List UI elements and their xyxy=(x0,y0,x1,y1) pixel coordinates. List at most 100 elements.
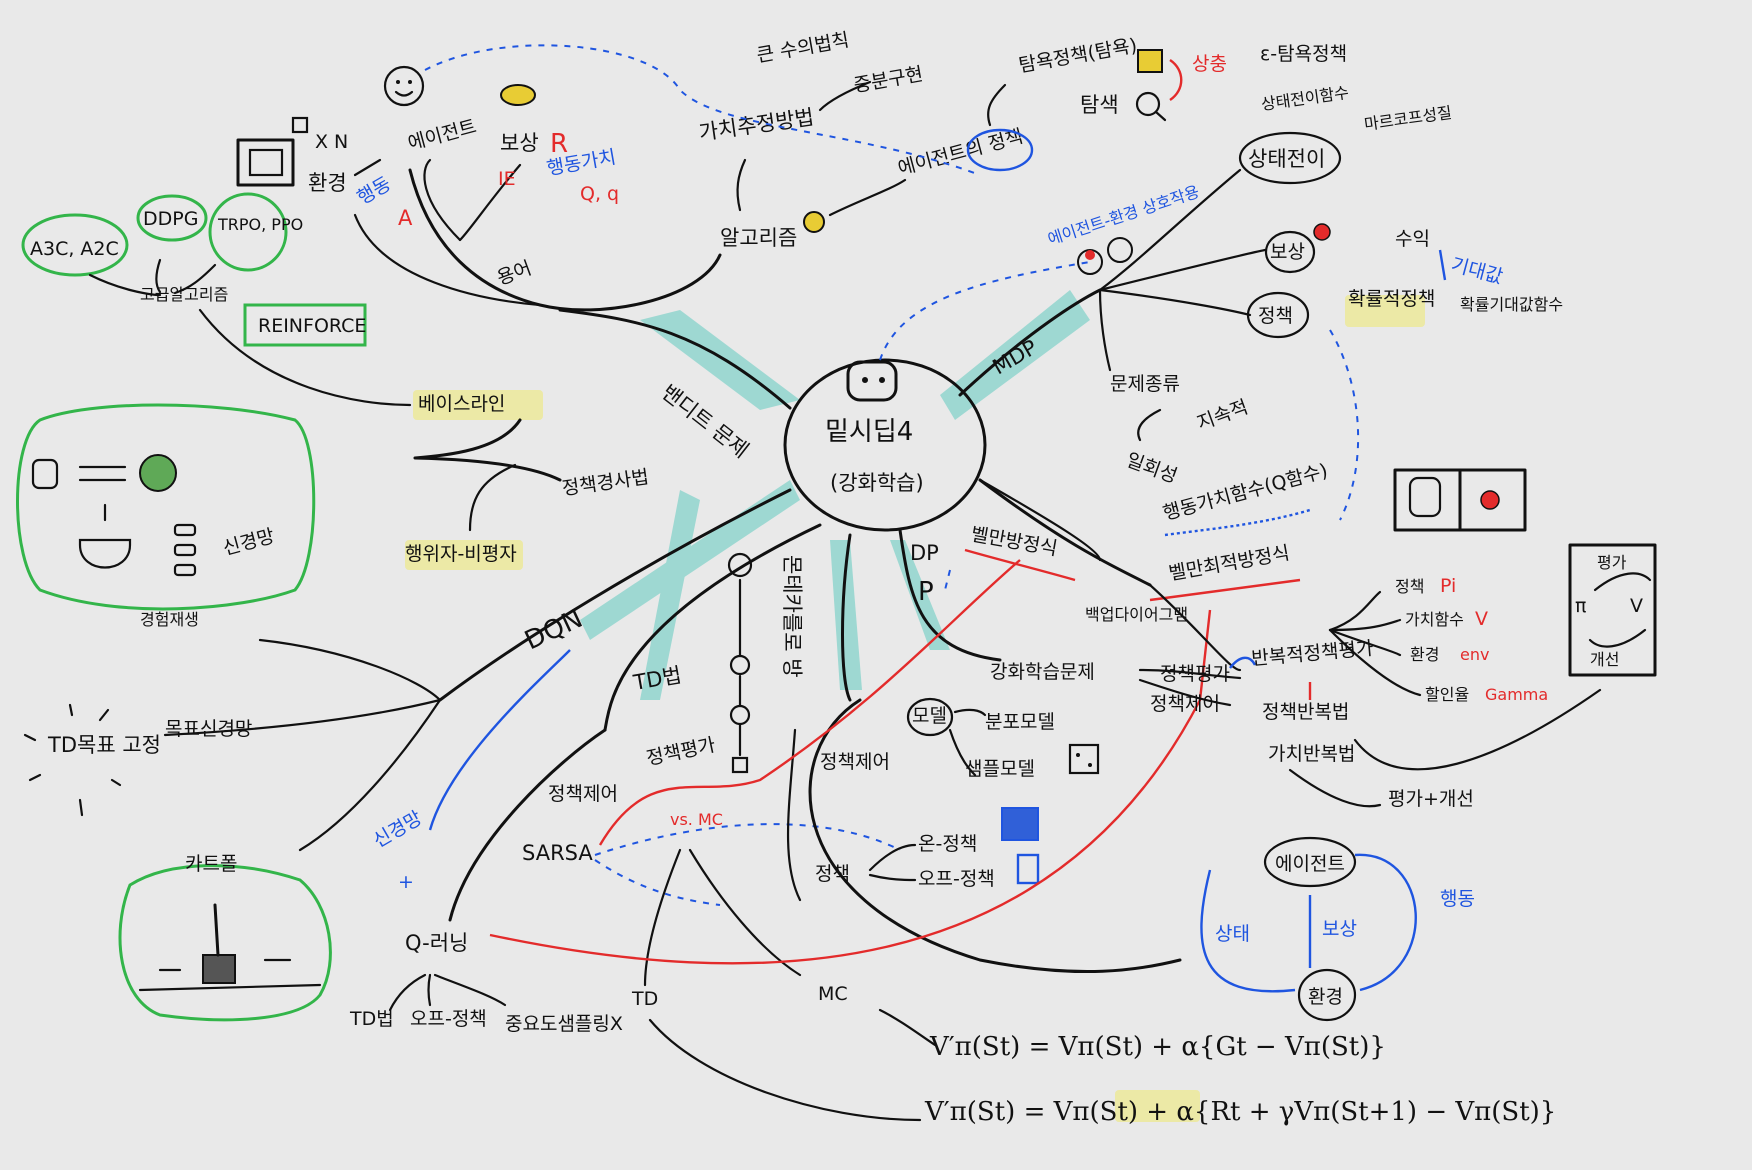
dp-dashed xyxy=(944,569,951,591)
action-value-fn-label: 행동가치함수(Q함수) xyxy=(1161,460,1331,525)
branch-td: TD법 xyxy=(631,663,684,695)
terms-label: 용어 xyxy=(494,257,534,290)
policy-label: 정책 xyxy=(815,863,850,885)
policy-ctrl-r-label: 정책제어 xyxy=(1150,693,1220,715)
formula-mc: V′π(St) = Vπ(St) + α{Gt − Vπ(St)} xyxy=(929,1032,1386,1062)
improve-label: 개선 xyxy=(1590,650,1619,669)
nn-to-dqn-arrow xyxy=(428,649,571,831)
experience-replay-label: 경험재생 xyxy=(140,610,199,629)
eval-improve-label: 평가+개선 xyxy=(1388,788,1474,810)
policy-r-circle xyxy=(1246,291,1310,339)
greedy-policy-label: 탐욕정책(탐욕) xyxy=(1017,34,1139,76)
action-label: 행동 xyxy=(354,173,395,210)
nn-label: 신경망 xyxy=(221,525,277,560)
terms-cluster xyxy=(353,158,722,312)
model-sample-link xyxy=(948,728,977,777)
rl-eval-link xyxy=(1138,668,1242,680)
eval-improve-box xyxy=(1568,543,1657,677)
q-off-link xyxy=(427,973,432,1007)
policy-eval-r-label: 정책평가 xyxy=(1160,663,1230,685)
mdp-fan xyxy=(1098,168,1267,372)
policy-eval-label: 정책평가 xyxy=(644,734,717,770)
reinforce-label: REINFORCE xyxy=(258,315,366,337)
magnifier-icon xyxy=(1135,91,1167,122)
qg-label: Q, q xyxy=(580,183,619,205)
a3c-label: A3C, A2C xyxy=(30,238,119,260)
agent-label: 에이전트 xyxy=(406,115,479,154)
q-td-link xyxy=(388,973,427,1012)
value-iter-label: 가치반복법 xyxy=(1268,743,1355,765)
advanced-label: 고급알고리즘 xyxy=(140,285,228,304)
robot-mascot-icon xyxy=(846,360,898,402)
off-policy-icon xyxy=(1016,853,1040,885)
bellman-opt-underline xyxy=(1149,578,1301,602)
dqn-replay-link xyxy=(258,638,442,702)
sarsa-dashed-link-2 xyxy=(594,859,721,906)
loop-env-label: 환경 xyxy=(1308,986,1343,1008)
action-symbol: A xyxy=(398,206,413,230)
mc-link xyxy=(688,848,802,977)
backup-label: 백업다이어그램 xyxy=(1085,605,1188,624)
continuous-label: 지속적 xyxy=(1194,396,1251,435)
list-link-3 xyxy=(1328,628,1402,657)
state-trans-circle xyxy=(1238,131,1342,185)
eval-label: 평가 xyxy=(1597,553,1627,572)
reward-label: 보상 xyxy=(500,131,539,155)
coin-reward-icon xyxy=(500,84,536,106)
state-trans-fn-label: 상태전이함수 xyxy=(1260,83,1350,114)
advanced-algos xyxy=(21,192,412,407)
policy-to-explore xyxy=(987,83,1007,127)
v-label: 가치함수 xyxy=(1405,610,1464,629)
policy-iter-box-link xyxy=(1353,688,1602,771)
baseline-label: 베이스라인 xyxy=(418,393,505,415)
policy-grad-branch xyxy=(413,418,562,482)
incremental-label: 증분구현 xyxy=(852,63,925,97)
rl-ctrl-link xyxy=(1138,678,1232,707)
reward-circle xyxy=(1264,230,1316,274)
dashed-policy-link xyxy=(1329,329,1360,521)
td-method-label: TD법 xyxy=(349,1008,394,1030)
algo-to-policy xyxy=(828,178,907,217)
red-arrow-q-bellman xyxy=(489,609,1212,965)
value-estimation-cluster xyxy=(736,80,872,212)
loop-agent-circle xyxy=(1263,836,1357,888)
smiley-agent-icon xyxy=(383,65,425,107)
mc-policy-link xyxy=(786,728,802,902)
ptypes-cont xyxy=(1137,408,1162,442)
agent-policy-label: 에이전트의 정책 xyxy=(896,125,1026,179)
td-short-label: TD xyxy=(631,988,658,1010)
ie-label: IE xyxy=(498,168,516,190)
pi-small-label: π xyxy=(1575,595,1586,617)
model-dist-link xyxy=(953,708,987,717)
branch-dqn: DQN xyxy=(520,604,587,657)
dqn-td-link xyxy=(163,698,442,737)
formula-td: V′π(St) = Vπ(St) + α{Rt + γVπ(St+1) − Vπ… xyxy=(924,1097,1556,1127)
iterative-arrow xyxy=(1229,656,1257,669)
center-node xyxy=(783,358,987,532)
expectation-arrow xyxy=(1438,249,1447,281)
off-policy-label: 오프-정책 xyxy=(410,1008,487,1030)
env-r-label: 환경 xyxy=(1410,645,1439,664)
dice-icon xyxy=(1068,743,1100,775)
branch-montecarlo: 몬테카를로 방 xyxy=(780,555,804,678)
big-law-label: 큰 수의법칙 xyxy=(755,29,851,67)
distribution-model-label: 분포모델 xyxy=(985,711,1055,733)
experience-replay-box xyxy=(16,403,316,611)
mc-sequence xyxy=(727,552,753,774)
problem-types-label: 문제종류 xyxy=(1110,373,1180,395)
value-est-label: 가치추정방법 xyxy=(697,105,815,145)
policy-ctrl2-label: 정책제어 xyxy=(820,751,890,773)
branch-dp: DP xyxy=(910,541,939,565)
td-link xyxy=(643,848,682,987)
actor-critic-branch xyxy=(468,463,517,532)
list-link-4 xyxy=(1328,628,1422,697)
loop-state-label: 상태 xyxy=(1215,923,1250,945)
red-arrow-sarsa-bellman xyxy=(598,559,1021,846)
tradeoff-label: 상충 xyxy=(1192,53,1227,75)
reward-r-label: 보상 xyxy=(1270,241,1305,263)
sarsa-label: SARSA xyxy=(522,841,593,865)
policy-iter-label: 정책반복법 xyxy=(1262,701,1349,723)
on-policy-label: 온-정책 xyxy=(918,833,977,855)
